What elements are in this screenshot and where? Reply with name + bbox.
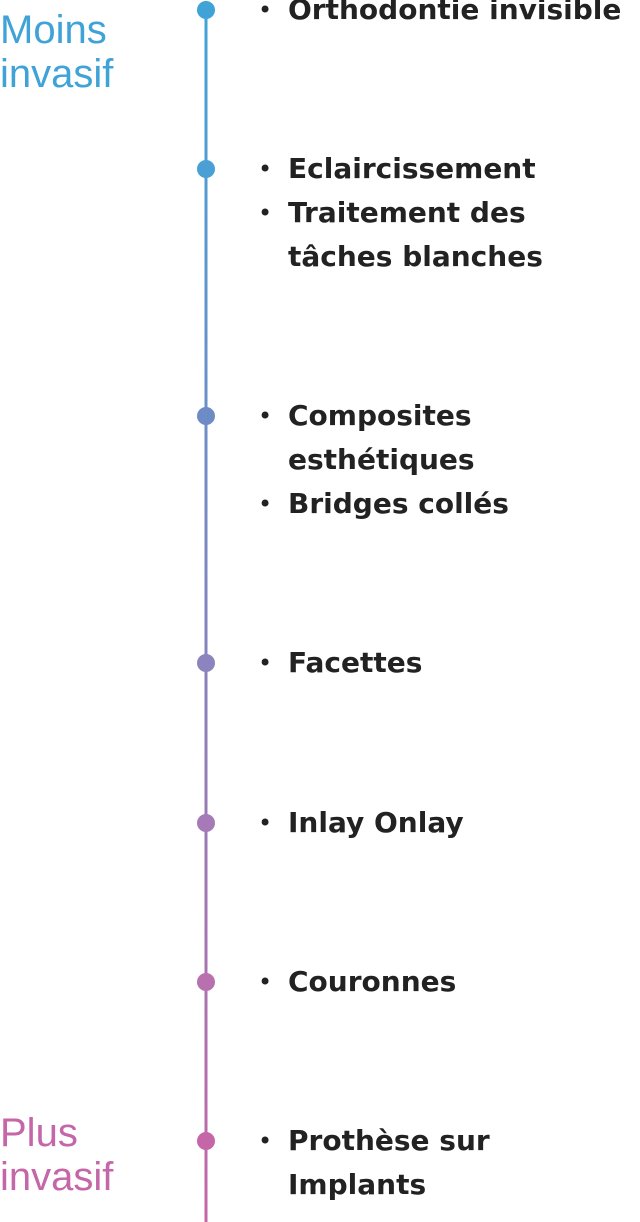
treatment-label: Inlay Onlay [288, 806, 464, 839]
bullet-icon: • [258, 968, 273, 996]
treatment-group-4: • Facettes [258, 641, 636, 685]
treatment-item: • Prothèse sur Implants [258, 1119, 636, 1207]
treatment-item: • Inlay Onlay [258, 801, 636, 845]
treatment-label: Facettes [288, 646, 423, 679]
bullet-icon: • [258, 155, 273, 183]
bullet-icon: • [258, 0, 273, 24]
treatment-item: • Traitement des tâches blanches [258, 191, 636, 279]
bullet-icon: • [258, 490, 273, 518]
treatment-item: • Eclaircissement [258, 147, 636, 191]
treatment-label: Composites esthétiques [288, 399, 475, 476]
treatment-label: Couronnes [288, 965, 457, 998]
treatment-group-3: • Composites esthétiques • Bridges collés [258, 394, 636, 526]
timeline-node-1 [197, 1, 215, 19]
treatment-item: • Composites esthétiques [258, 394, 636, 482]
timeline-node-3 [197, 407, 215, 425]
label-less-invasive-line-2: invasif [0, 52, 114, 96]
treatment-group-1: • Orthodontie invisible [258, 0, 636, 32]
treatment-label: Prothèse sur Implants [288, 1124, 490, 1201]
label-more-invasive-line-2: invasif [0, 1155, 114, 1199]
treatment-item: • Orthodontie invisible [258, 0, 636, 32]
treatment-label: Orthodontie invisible [288, 0, 622, 26]
bullet-icon: • [258, 809, 273, 837]
timeline-node-2 [197, 160, 215, 178]
bullet-icon: • [258, 649, 273, 677]
timeline-node-5 [197, 814, 215, 832]
treatment-item: • Bridges collés [258, 482, 636, 526]
timeline-node-4 [197, 654, 215, 672]
treatment-label: Bridges collés [288, 487, 509, 520]
bullet-icon: • [258, 199, 273, 227]
label-more-invasive-line-1: Plus [0, 1111, 78, 1155]
treatment-item: • Facettes [258, 641, 636, 685]
bullet-icon: • [258, 1127, 273, 1155]
timeline-node-7 [197, 1132, 215, 1150]
timeline-line [204, 8, 208, 1222]
treatment-group-5: • Inlay Onlay [258, 801, 636, 845]
treatment-label: Eclaircissement [288, 152, 536, 185]
treatment-item: • Couronnes [258, 960, 636, 1004]
label-less-invasive-line-1: Moins [0, 8, 107, 52]
treatment-group-6: • Couronnes [258, 960, 636, 1004]
treatment-group-7: • Prothèse sur Implants [258, 1119, 636, 1207]
treatment-label: Traitement des tâches blanches [288, 196, 543, 273]
timeline-node-6 [197, 973, 215, 991]
treatment-group-2: • Eclaircissement • Traitement des tâches b… [258, 147, 636, 279]
bullet-icon: • [258, 402, 273, 430]
